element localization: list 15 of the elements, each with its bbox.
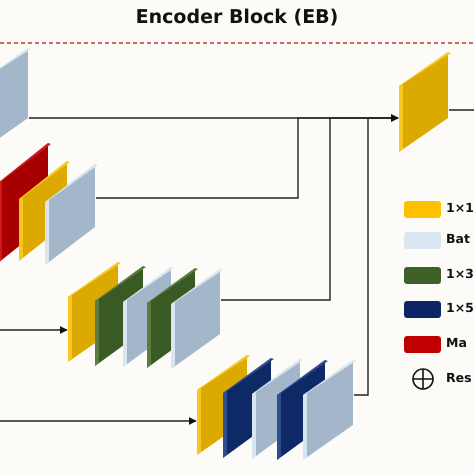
layer-slab xyxy=(303,360,356,460)
arrow xyxy=(0,417,197,425)
legend-label: 1×1 xyxy=(446,200,474,215)
layer-slab xyxy=(171,269,223,369)
legend-label: Res xyxy=(446,370,472,385)
diagram-title: Encoder Block (EB) xyxy=(136,6,338,28)
layer-slab xyxy=(45,164,98,265)
connector-line xyxy=(449,109,474,111)
legend-label: 1×5 xyxy=(446,300,474,315)
legend-label: Ma xyxy=(446,335,467,350)
legend-label: Bat xyxy=(446,231,470,246)
arrow xyxy=(0,326,68,334)
arrow xyxy=(354,114,399,396)
layer-slab xyxy=(399,52,451,152)
legend-label: 1×3 xyxy=(446,266,474,281)
